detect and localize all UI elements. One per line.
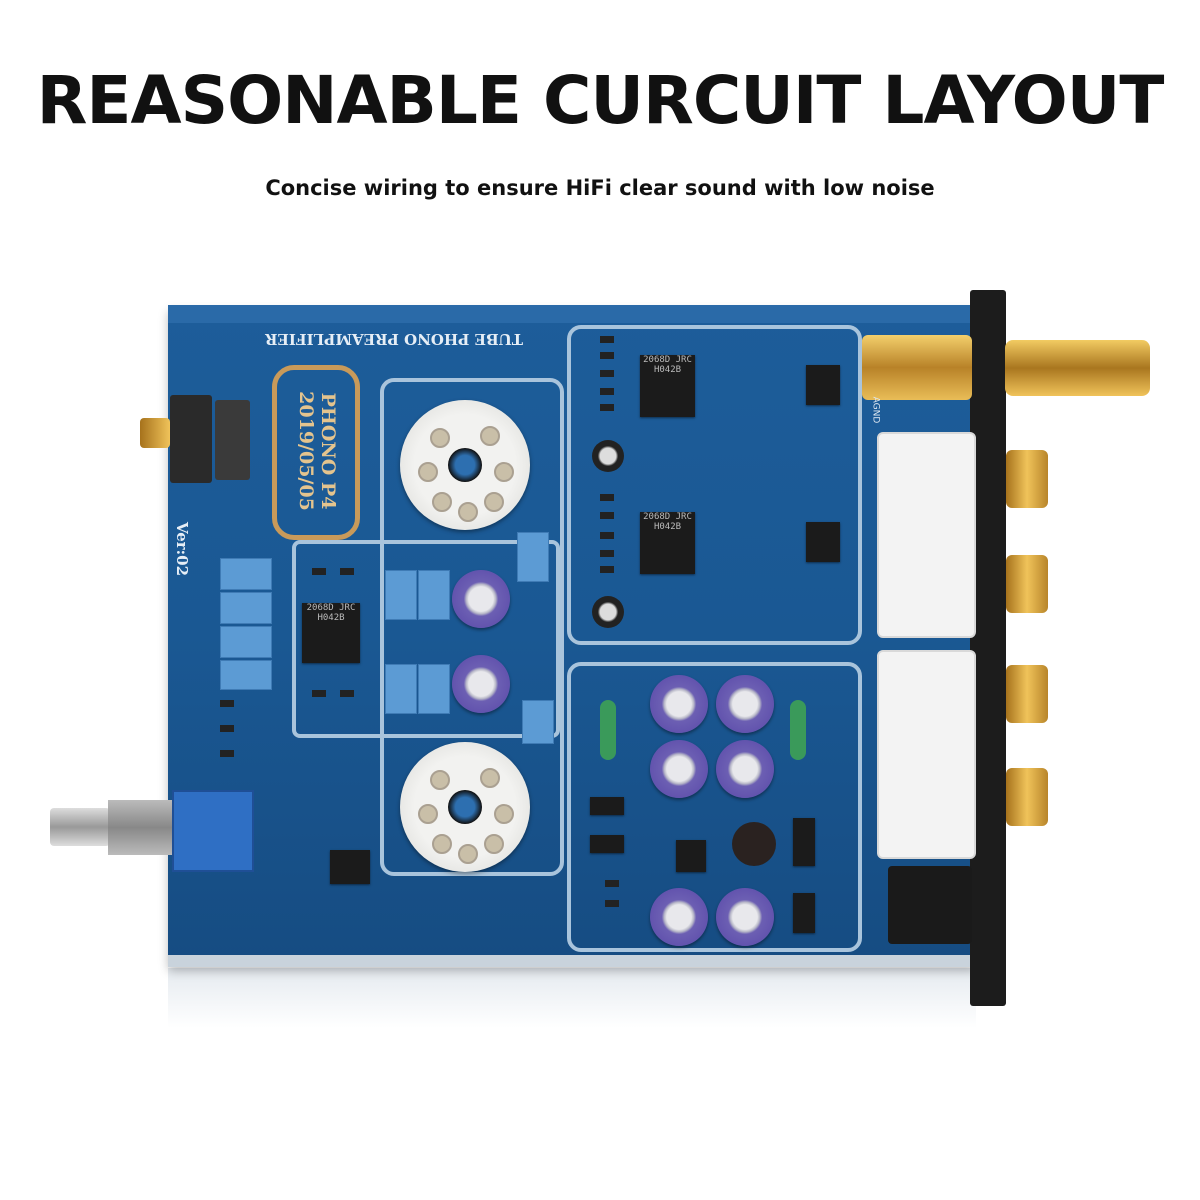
smd-resistor <box>600 388 614 395</box>
model-label: PHONO P4 <box>317 392 339 510</box>
film-capacitor <box>220 592 272 624</box>
ground-terminal-post[interactable] <box>1005 340 1150 396</box>
inductor-l1 <box>600 700 616 760</box>
smd-resistor <box>340 568 354 575</box>
film-capacitor <box>385 570 417 620</box>
smd-resistor <box>600 370 614 377</box>
input-connector-j4 <box>170 395 212 483</box>
power-section-outline <box>567 662 862 952</box>
rca-jack-housing-j3 <box>877 432 976 638</box>
tube-socket-v2 <box>400 400 530 530</box>
potentiometer-bushing <box>108 800 173 855</box>
opamp-chip: 2068D JRC H042B <box>640 355 695 417</box>
film-capacitor <box>522 700 554 744</box>
rear-panel <box>970 290 1006 1006</box>
smd-resistor <box>312 568 326 575</box>
diode <box>590 797 624 815</box>
film-capacitor <box>517 532 549 582</box>
rca-jack[interactable] <box>1006 450 1048 508</box>
rca-jack[interactable] <box>1006 665 1048 723</box>
film-capacitor <box>220 626 272 658</box>
capacitor <box>650 740 708 798</box>
opamp-chip: 2068D JRC H042B <box>302 603 360 663</box>
smd-resistor <box>220 725 234 732</box>
agnd-label: AGND <box>870 396 881 424</box>
smd-resistor <box>600 532 614 539</box>
capacitor <box>716 740 774 798</box>
inductor-l3 <box>790 700 806 760</box>
smd-resistor <box>220 750 234 757</box>
smd-resistor <box>312 690 326 697</box>
small-capacitor <box>592 440 624 472</box>
film-capacitor <box>418 570 450 620</box>
smd-resistor <box>600 494 614 501</box>
small-capacitor <box>592 596 624 628</box>
potentiometer-body <box>172 790 254 872</box>
capacitor <box>716 675 774 733</box>
date-label: 2019/05/05 <box>295 391 317 511</box>
smd-resistor <box>600 550 614 557</box>
board-top-strip <box>168 305 976 323</box>
model-frame <box>272 365 360 540</box>
dc-power-jack[interactable] <box>888 866 972 944</box>
chip <box>676 840 706 872</box>
rca-jack-housing-j2 <box>877 650 976 859</box>
board-title-silkscreen: TUBE PHONO PREAMPLIFIER <box>265 330 523 348</box>
capacitor <box>650 675 708 733</box>
opamp-chip: 2068D JRC H042B <box>640 512 695 574</box>
smd-resistor <box>600 336 614 343</box>
potentiometer-shaft[interactable] <box>50 808 110 846</box>
ground-terminal-bracket <box>862 335 972 400</box>
smd-resistor <box>600 566 614 573</box>
inductor <box>732 822 776 866</box>
capacitor <box>452 655 510 713</box>
diode <box>793 818 815 866</box>
driver-section-outline <box>292 540 560 738</box>
smd-resistor <box>605 900 619 907</box>
diode <box>793 893 815 933</box>
subheadline: Concise wiring to ensure HiFi clear soun… <box>265 176 935 200</box>
smd-resistor <box>600 352 614 359</box>
board-reflection <box>168 968 976 1028</box>
film-capacitor <box>220 558 272 590</box>
capacitor <box>452 570 510 628</box>
rca-jack[interactable] <box>1006 768 1048 826</box>
board-edge <box>168 955 976 967</box>
smd-resistor <box>340 690 354 697</box>
smd-resistor <box>600 404 614 411</box>
smd-resistor <box>605 880 619 887</box>
capacitor <box>650 888 708 946</box>
opamp-section-outline <box>567 325 862 645</box>
diode <box>590 835 624 853</box>
tube-socket-v1 <box>400 742 530 872</box>
smd-resistor <box>220 700 234 707</box>
capacitor <box>716 888 774 946</box>
headline: REASONABLE CURCUIT LAYOUT <box>36 62 1165 139</box>
chip <box>806 522 840 562</box>
version-label: Ver:02 <box>173 521 192 577</box>
chip <box>806 365 840 405</box>
smd-resistor <box>600 512 614 519</box>
gold-jack <box>140 418 170 448</box>
rca-jack[interactable] <box>1006 555 1048 613</box>
chip <box>330 850 370 884</box>
film-capacitor <box>418 664 450 714</box>
film-capacitor <box>220 660 272 690</box>
tube-section-outline <box>380 378 564 876</box>
connector-header <box>215 400 250 480</box>
film-capacitor <box>385 664 417 714</box>
